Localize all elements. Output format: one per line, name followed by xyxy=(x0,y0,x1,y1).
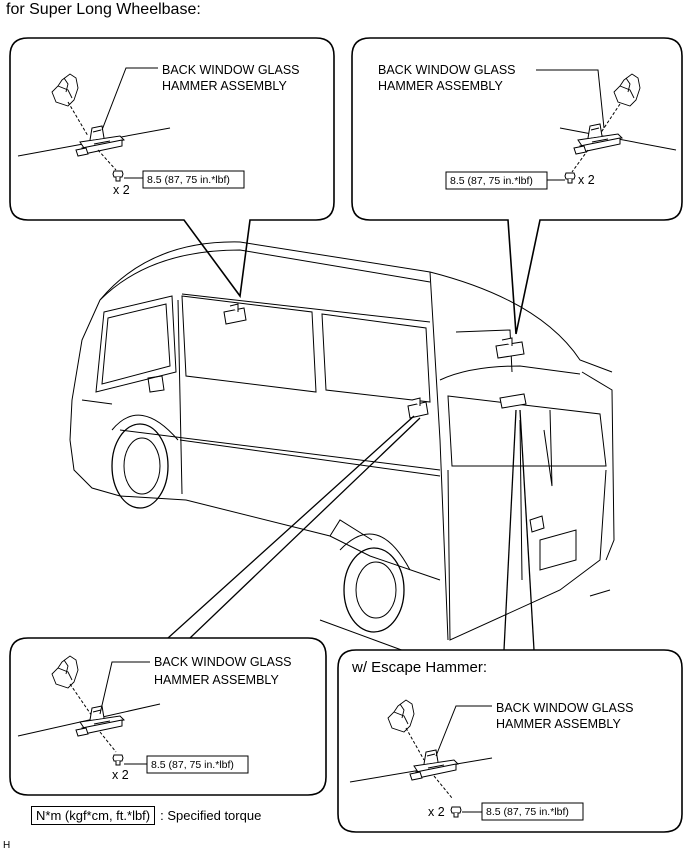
callout-top-left-multiplier: x 2 xyxy=(113,183,130,197)
callout-leaders xyxy=(167,409,535,651)
callout-bottom-right: w/ Escape Hammer: BACK WINDOW GLASS HAMM… xyxy=(337,649,683,833)
van-hammer-parts xyxy=(223,303,527,419)
callout-top-left-torque: 8.5 (87, 75 in.*lbf) xyxy=(147,174,230,186)
page-heading: for Super Long Wheelbase: xyxy=(6,1,201,18)
callout-top-right-label-line2: HAMMER ASSEMBLY xyxy=(378,79,503,93)
callout-top-right-multiplier: x 2 xyxy=(578,173,595,187)
van-body xyxy=(69,241,615,671)
callout-bottom-right-torque: 8.5 (87, 75 in.*lbf) xyxy=(486,806,569,818)
callout-bottom-right-label-line2: HAMMER ASSEMBLY xyxy=(496,717,621,731)
callout-top-left-label-line1: BACK WINDOW GLASS xyxy=(162,63,300,77)
torque-legend-text: : Specified torque xyxy=(160,808,262,823)
callout-bottom-right-subtitle: w/ Escape Hammer: xyxy=(351,659,487,676)
callout-top-right: BACK WINDOW GLASS HAMMER ASSEMBLY 8.5 (8… xyxy=(351,37,683,335)
callout-top-right-torque: 8.5 (87, 75 in.*lbf) xyxy=(450,175,533,187)
callout-top-left: BACK WINDOW GLASS HAMMER ASSEMBLY 8.5 (8… xyxy=(9,37,335,299)
callout-bottom-right-label-line1: BACK WINDOW GLASS xyxy=(496,701,634,715)
callout-top-right-label-line1: BACK WINDOW GLASS xyxy=(378,63,516,77)
callout-bottom-left-label-line1: BACK WINDOW GLASS xyxy=(154,655,292,669)
callout-bottom-right-multiplier: x 2 xyxy=(428,805,445,819)
figure-code: H xyxy=(3,840,11,851)
callout-top-left-label-line2: HAMMER ASSEMBLY xyxy=(162,79,287,93)
torque-legend: N*m (kgf*cm, ft.*lbf) : Specified torque xyxy=(31,806,261,825)
torque-legend-box: N*m (kgf*cm, ft.*lbf) xyxy=(31,806,156,825)
callout-bottom-left: BACK WINDOW GLASS HAMMER ASSEMBLY 8.5 (8… xyxy=(9,637,327,796)
callout-bottom-left-multiplier: x 2 xyxy=(112,768,129,782)
callout-bottom-left-label-line2: HAMMER ASSEMBLY xyxy=(154,673,279,687)
callout-bottom-left-torque: 8.5 (87, 75 in.*lbf) xyxy=(151,759,234,771)
